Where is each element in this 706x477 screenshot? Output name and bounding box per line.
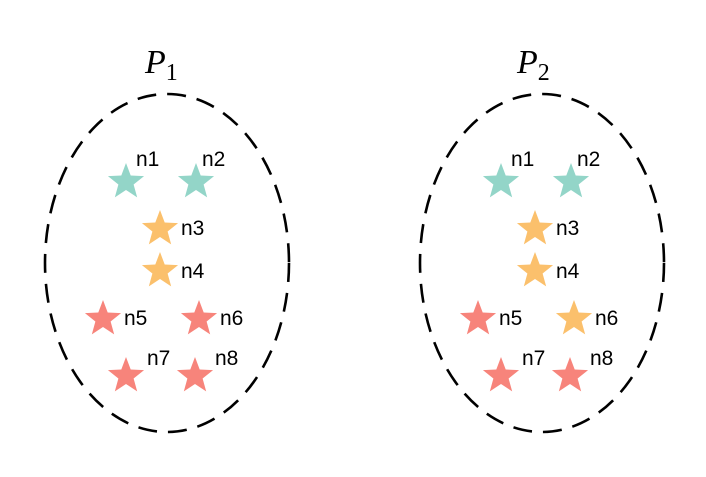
star-icon-p1-n5 <box>84 300 122 335</box>
node-label-p2-n2: n2 <box>577 148 600 171</box>
partition-2-boundary <box>418 92 666 434</box>
partition-2: P2 n1 n2 n3 n4 n5 n6 n7 n8 <box>418 44 666 434</box>
partition-1-subscript: 1 <box>166 60 178 86</box>
star-icon-p2-n4 <box>516 252 554 287</box>
star-icon-p1-n3 <box>141 210 179 245</box>
node-label-p1-n7: n7 <box>147 347 170 370</box>
partition-1-title: P1 <box>144 44 178 86</box>
partition-2-subscript: 2 <box>538 60 550 86</box>
star-icon-p1-n4 <box>141 252 179 287</box>
node-label-p2-n6: n6 <box>595 307 618 330</box>
node-label-p2-n4: n4 <box>556 260 580 283</box>
star-icon-p1-n2 <box>177 163 215 198</box>
node-label-p1-n8: n8 <box>215 347 238 370</box>
star-icon-p2-n8 <box>551 357 589 392</box>
node-label-p1-n1: n1 <box>136 148 159 171</box>
star-icon-p2-n2 <box>552 163 590 198</box>
star-icon-p2-n6 <box>555 300 593 335</box>
star-icon-p2-n5 <box>459 300 497 335</box>
node-label-p2-n1: n1 <box>511 148 534 171</box>
node-label-p2-n7: n7 <box>522 347 545 370</box>
partition-2-title: P2 <box>516 44 550 86</box>
star-icon-p1-n7 <box>107 357 145 392</box>
node-label-p1-n2: n2 <box>202 148 225 171</box>
star-icon-p2-n3 <box>516 210 554 245</box>
node-label-p2-n5: n5 <box>499 307 522 330</box>
star-icon-p2-n7 <box>482 357 520 392</box>
star-icon-p1-n6 <box>180 300 218 335</box>
node-label-p1-n4: n4 <box>181 260 205 283</box>
star-icon-p2-n1 <box>482 163 520 198</box>
star-icon-p1-n8 <box>176 357 214 392</box>
partition-1-boundary <box>43 92 291 434</box>
partition-1: P1 n1 n2 n3 n4 n5 n6 n7 n8 <box>43 44 291 434</box>
node-label-p2-n8: n8 <box>590 347 613 370</box>
star-icon-p1-n1 <box>107 163 145 198</box>
node-label-p1-n3: n3 <box>181 217 204 240</box>
node-label-p1-n6: n6 <box>220 307 243 330</box>
node-label-p1-n5: n5 <box>124 307 147 330</box>
node-label-p2-n3: n3 <box>556 217 579 240</box>
